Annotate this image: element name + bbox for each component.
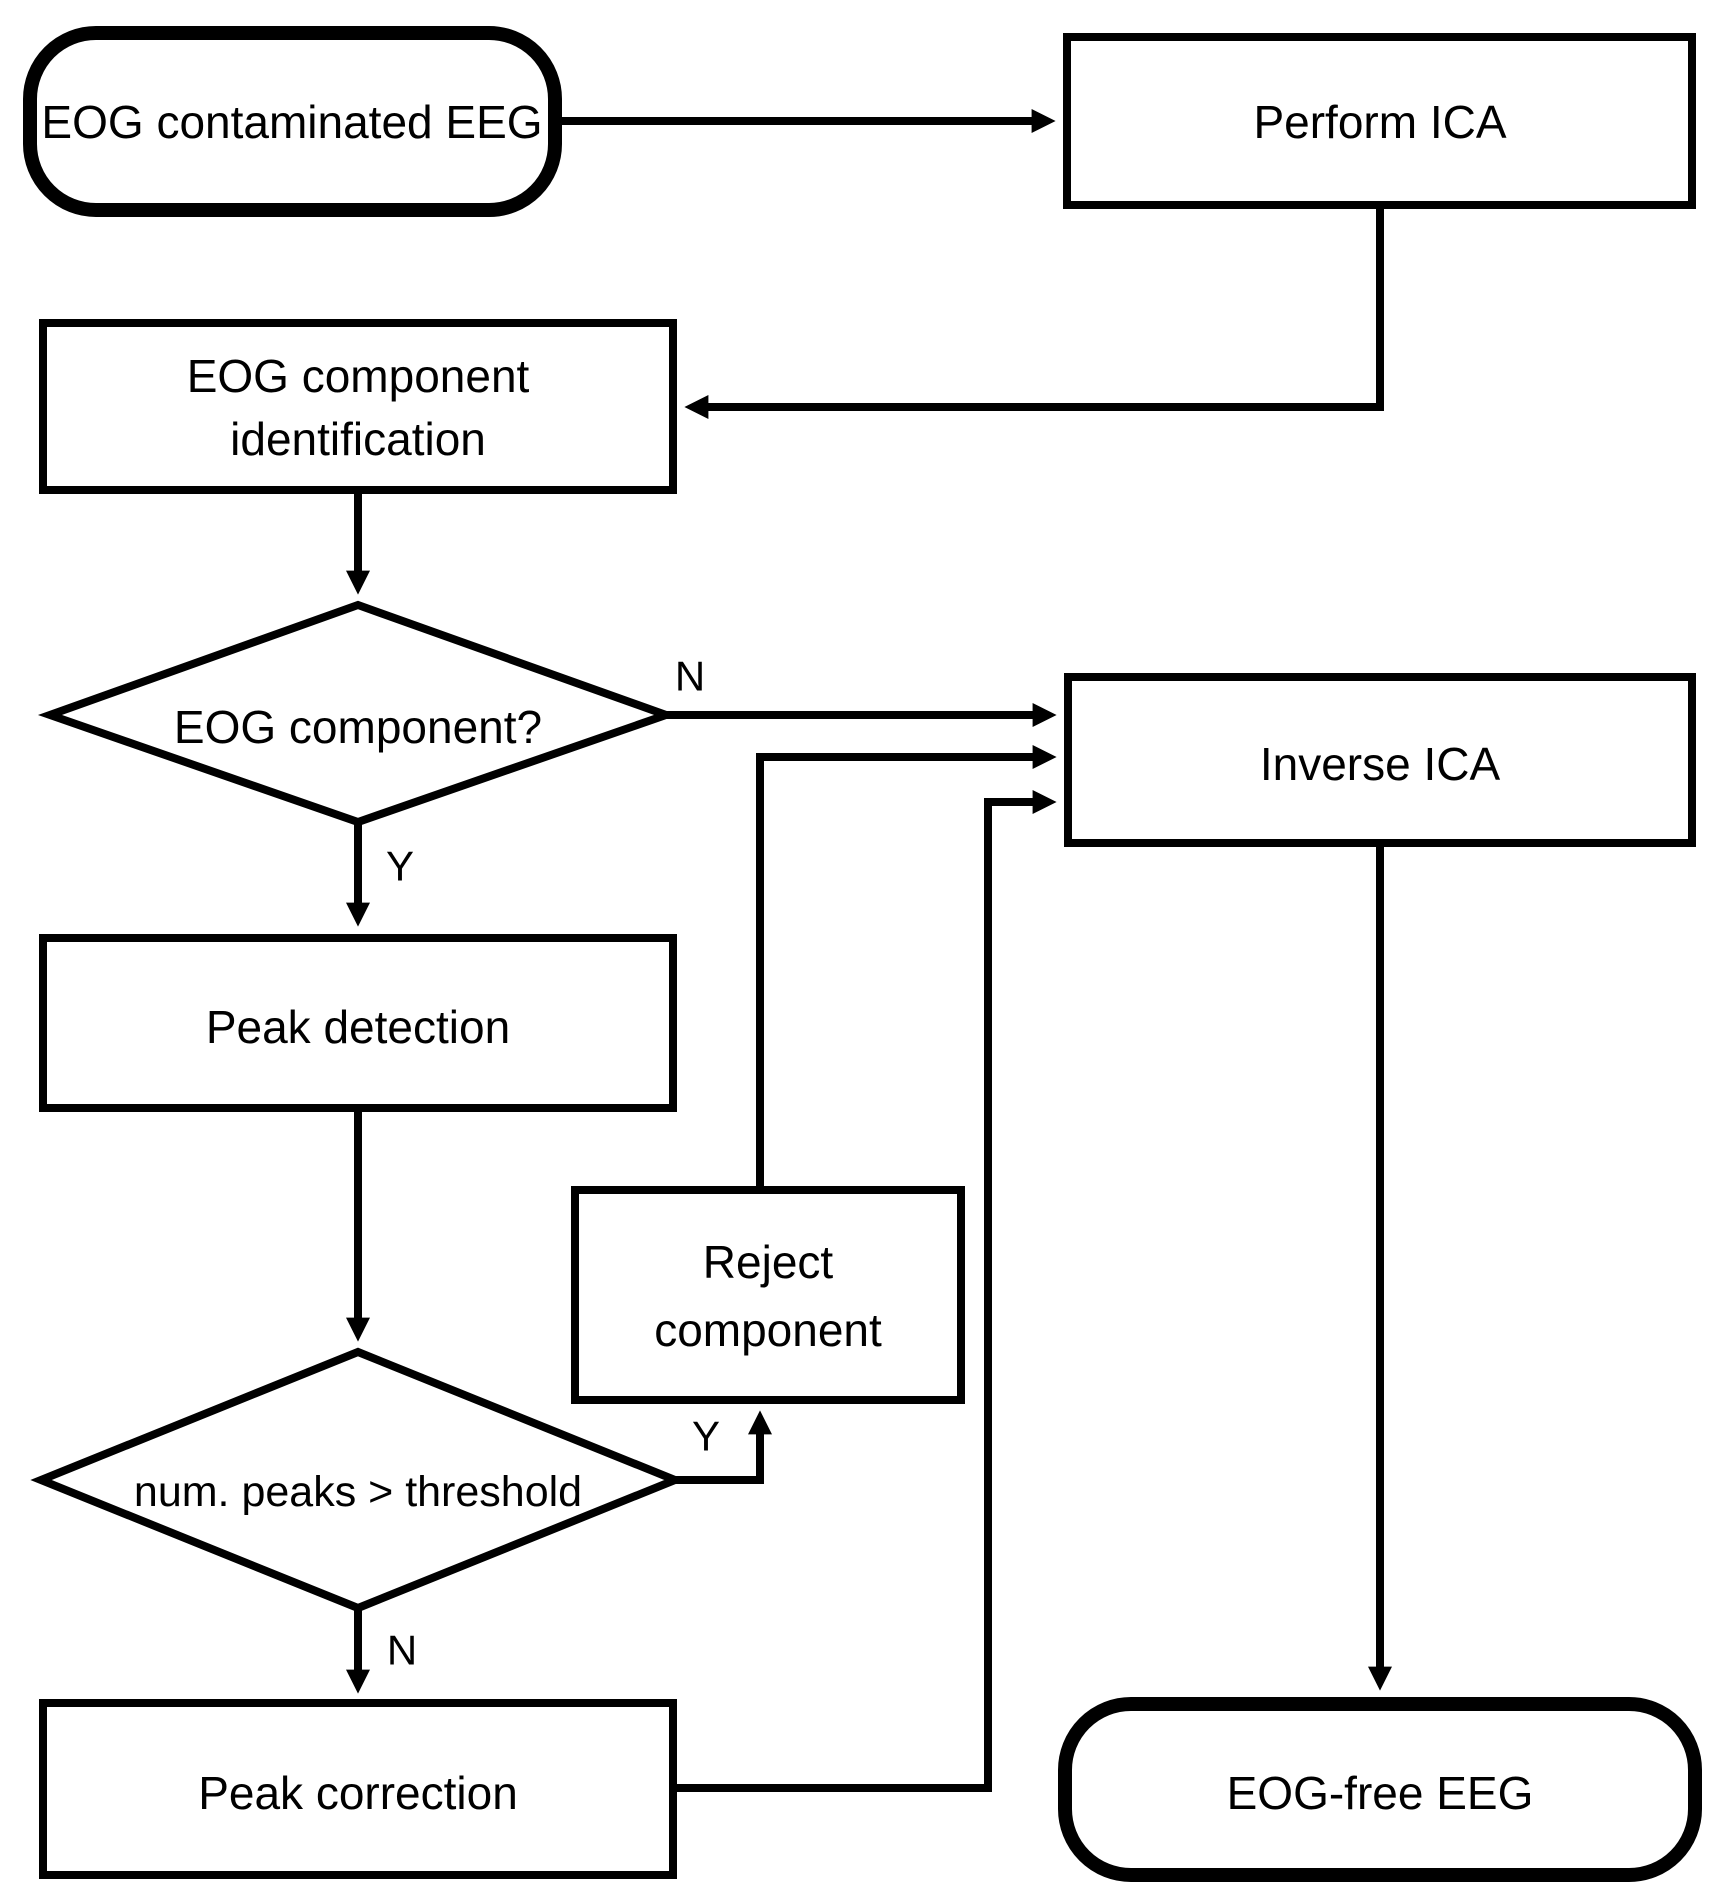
start-terminal-label: EOG contaminated EEG	[41, 96, 542, 148]
edge-peak-correction-to-inverse-ica	[673, 790, 1057, 1792]
edge-perform-ica-to-identification	[684, 205, 1384, 419]
node-reject-component: Reject component	[571, 1186, 965, 1404]
node-num-peaks-decision: num. peaks > threshold	[30, 1347, 686, 1613]
eog-identification-label-line2: identification	[230, 413, 486, 465]
num-peaks-decision-shape	[30, 1347, 686, 1613]
end-terminal-label: EOG-free EEG	[1227, 1767, 1534, 1819]
reject-component-label-line1: Reject	[703, 1236, 834, 1288]
eog-identification-shape	[39, 319, 677, 494]
edge-label-eog-component-yes: Y	[386, 843, 414, 890]
edge-labels: N Y Y N	[386, 653, 720, 1674]
edge-label-num-peaks-no: N	[387, 1627, 417, 1674]
perform-ica-label: Perform ICA	[1253, 96, 1506, 148]
node-peak-correction: Peak correction	[39, 1699, 677, 1879]
peak-correction-shape	[39, 1699, 677, 1879]
start-terminal-shape	[23, 26, 562, 217]
node-eog-component-decision: EOG component?	[37, 600, 679, 827]
peak-detection-label: Peak detection	[206, 1001, 510, 1053]
reject-component-label-line2: component	[654, 1304, 882, 1356]
node-inverse-ica: Inverse ICA	[1064, 673, 1696, 847]
end-terminal-shape	[1058, 1697, 1702, 1882]
edge-label-eog-component-no: N	[675, 653, 705, 700]
edge-label-num-peaks-yes: Y	[692, 1413, 720, 1460]
inverse-ica-shape	[1064, 673, 1696, 847]
eog-component-decision-shape	[37, 600, 679, 827]
node-perform-ica: Perform ICA	[1063, 33, 1696, 209]
eog-component-decision-label: EOG component?	[174, 701, 542, 753]
node-end-terminal: EOG-free EEG	[1058, 1697, 1702, 1882]
node-eog-identification: EOG component identification	[39, 319, 677, 494]
edge-numpeaks-yes-to-reject-component	[675, 1410, 772, 1484]
peak-detection-shape	[39, 934, 677, 1112]
node-peak-detection: Peak detection	[39, 934, 677, 1112]
edge-reject-component-to-inverse-ica	[756, 745, 1057, 1190]
reject-component-shape	[571, 1186, 965, 1404]
peak-correction-label: Peak correction	[198, 1767, 518, 1819]
num-peaks-decision-label: num. peaks > threshold	[134, 1468, 582, 1516]
perform-ica-shape	[1063, 33, 1696, 209]
edges	[346, 109, 1392, 1792]
node-start-terminal: EOG contaminated EEG	[23, 26, 562, 217]
eog-identification-label-line1: EOG component	[187, 350, 530, 402]
inverse-ica-label: Inverse ICA	[1260, 738, 1501, 790]
